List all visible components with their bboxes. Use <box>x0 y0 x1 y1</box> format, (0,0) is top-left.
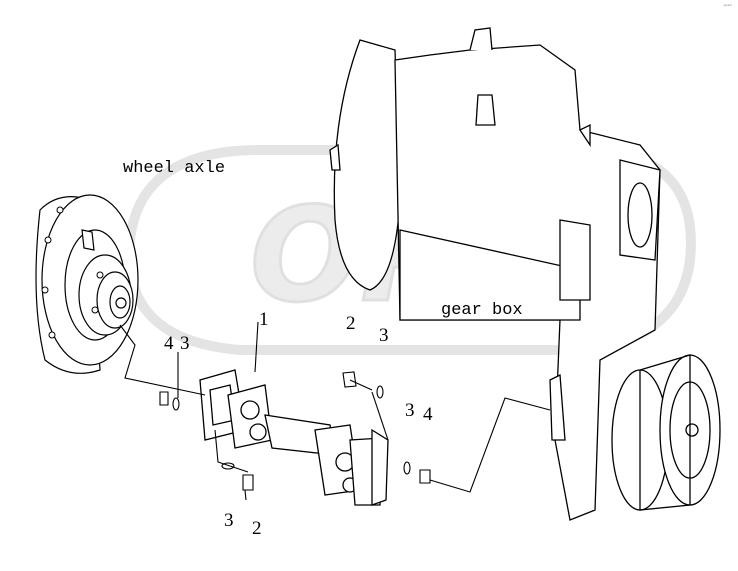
corner-mark: ᵒᵖᵉˣ <box>723 4 732 10</box>
callout-3-top: 3 <box>379 325 389 346</box>
gear-box <box>329 27 721 521</box>
callout-3-right: 3 <box>405 400 415 421</box>
fasteners <box>159 371 431 501</box>
callout-3-bottom: 3 <box>224 510 234 531</box>
callout-2-top: 2 <box>346 313 356 334</box>
callout-1: 1 <box>259 309 269 330</box>
callout-4-right: 4 <box>423 404 433 425</box>
callout-4-left: 4 <box>164 333 174 354</box>
callout-2-bottom: 2 <box>252 518 262 539</box>
wheel-axle-label: wheel axle <box>123 159 226 178</box>
assembly-lines <box>119 321 551 493</box>
callout-3-left: 3 <box>180 333 190 354</box>
gear-box-label: gear box <box>441 301 523 320</box>
drive-shaft <box>199 369 389 506</box>
wheel-axle-assembly <box>35 194 139 374</box>
